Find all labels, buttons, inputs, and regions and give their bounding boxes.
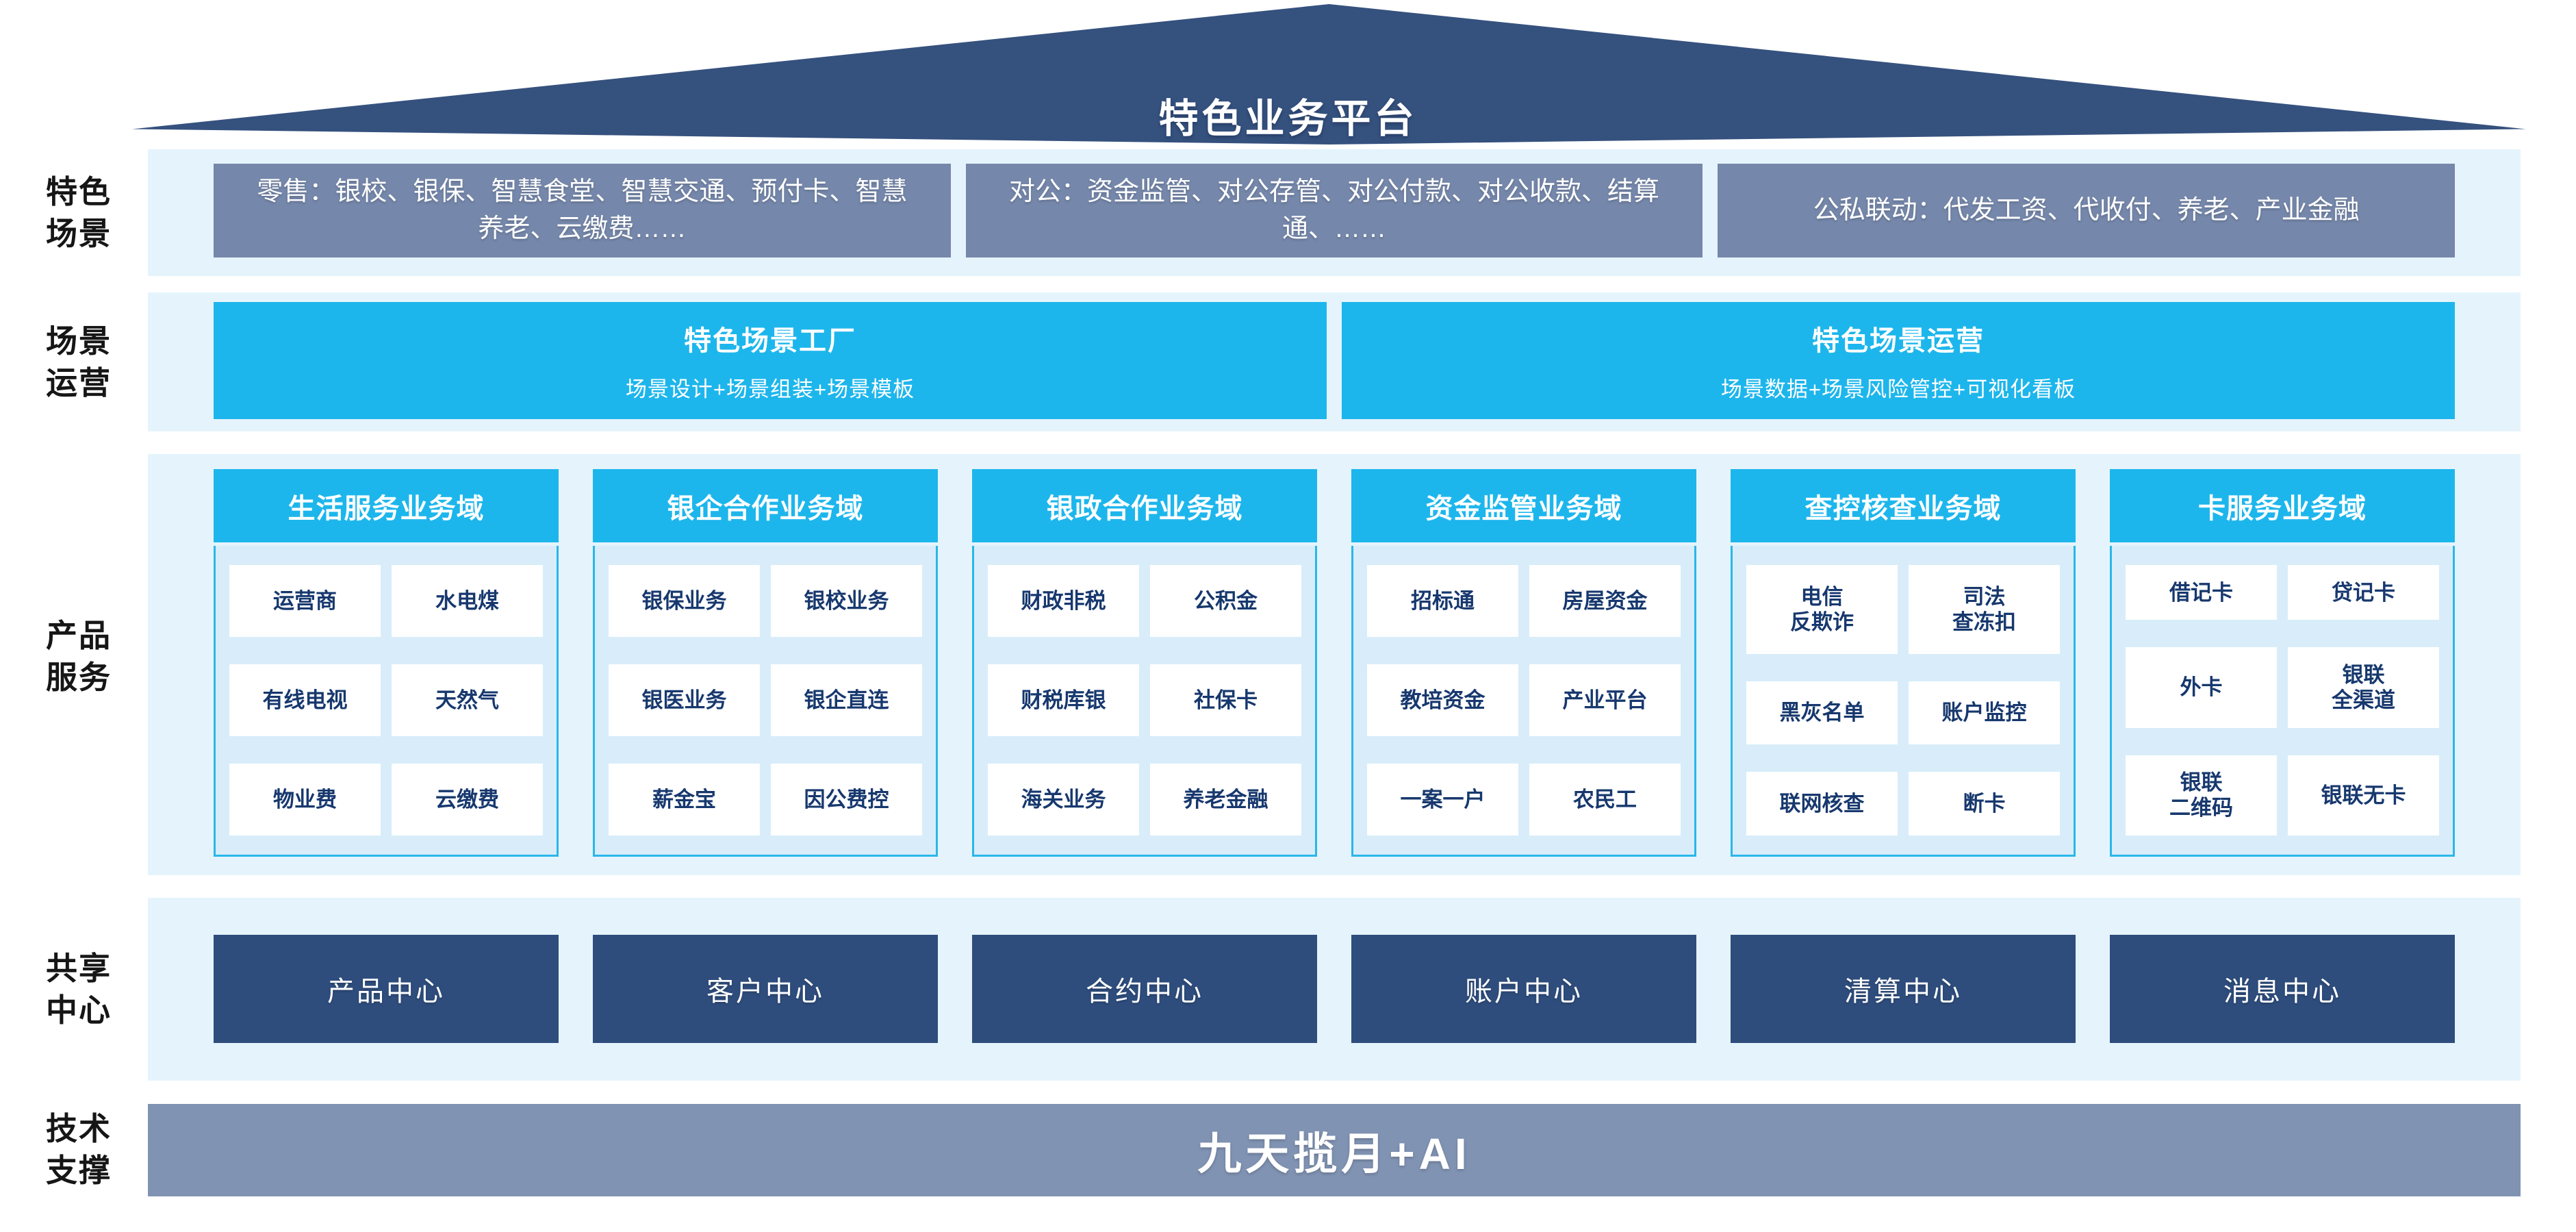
domain-header: 查控核查业务域	[1731, 469, 2076, 542]
domain-cell: 社保卡	[1150, 664, 1301, 736]
domain-cell: 财税库银	[988, 664, 1139, 736]
domain-cell: 黑灰名单	[1746, 681, 1898, 745]
operation-title: 特色场景运营	[1812, 326, 1985, 356]
center-box-clearing: 清算中心	[1731, 935, 2076, 1043]
domain-cell: 云缴费	[392, 764, 543, 835]
domain-cell: 账户监控	[1909, 681, 2060, 745]
domain-cell: 公积金	[1150, 565, 1301, 637]
operation-title: 特色场景工厂	[684, 326, 856, 356]
operations-band: 特色场景工厂 场景设计+场景组装+场景模板 特色场景运营 场景数据+场景风险管控…	[148, 292, 2521, 431]
domain-cell: 有线电视	[229, 664, 381, 736]
row-label-scenarios: 特色 场景	[46, 174, 112, 251]
domain-cell: 房屋资金	[1529, 565, 1681, 637]
domain-header: 银政合作业务域	[972, 469, 1317, 542]
row-label-products: 产品 服务	[46, 618, 112, 695]
domain-body: 银保业务 银校业务 银医业务 银企直连 薪金宝 因公费控	[593, 546, 938, 857]
domain-cell: 运营商	[229, 565, 381, 637]
operation-box-operation: 特色场景运营 场景数据+场景风险管控+可视化看板	[1342, 302, 2455, 419]
domain-column-bank-enterprise: 银企合作业务域 银保业务 银校业务 银医业务 银企直连 薪金宝 因公费控	[593, 469, 938, 857]
domain-cell: 薪金宝	[609, 764, 760, 835]
domain-cell: 断卡	[1909, 772, 2060, 835]
scenario-box-retail: 零售：银校、银保、智慧食堂、智慧交通、预付卡、智慧养老、云缴费……	[214, 164, 951, 257]
domain-cell: 水电煤	[392, 565, 543, 637]
center-box-message: 消息中心	[2110, 935, 2455, 1043]
domain-cell: 教培资金	[1367, 664, 1518, 736]
domain-body: 招标通 房屋资金 教培资金 产业平台 一案一户 农民工	[1351, 546, 1696, 857]
domain-cell: 财政非税	[988, 565, 1139, 637]
domain-column-life-services: 生活服务业务域 运营商 水电煤 有线电视 天然气 物业费 云缴费	[214, 469, 559, 857]
domain-cell: 贷记卡	[2288, 565, 2439, 620]
domain-cell: 电信 反欺诈	[1746, 565, 1898, 654]
domain-cell: 外卡	[2126, 647, 2277, 728]
operation-subtitle: 场景数据+场景风险管控+可视化看板	[1720, 377, 2076, 401]
domain-cell: 银联 二维码	[2126, 755, 2277, 835]
row-label-operations: 场景 运营	[46, 323, 112, 401]
domain-header: 资金监管业务域	[1351, 469, 1696, 542]
domain-cell: 银校业务	[771, 565, 922, 637]
domain-cell: 招标通	[1367, 565, 1518, 637]
domain-column-card-services: 卡服务业务域 借记卡 贷记卡 外卡 银联 全渠道 银联 二维码 银联无卡	[2110, 469, 2455, 857]
domain-body: 借记卡 贷记卡 外卡 银联 全渠道 银联 二维码 银联无卡	[2110, 546, 2455, 857]
domain-cell: 海关业务	[988, 764, 1139, 835]
center-box-contract: 合约中心	[972, 935, 1317, 1043]
platform-title: 特色业务平台	[1158, 97, 1418, 141]
scenario-box-public-private: 公私联动：代发工资、代收付、养老、产业金融	[1718, 164, 2456, 257]
domain-header: 卡服务业务域	[2110, 469, 2455, 542]
row-label-shared: 共享 中心	[46, 951, 112, 1028]
domain-cell: 借记卡	[2126, 565, 2277, 620]
domain-header: 生活服务业务域	[214, 469, 559, 542]
domain-column-bank-government: 银政合作业务域 财政非税 公积金 财税库银 社保卡 海关业务 养老金融	[972, 469, 1317, 857]
domain-cell: 因公费控	[771, 764, 922, 835]
scenario-box-corporate: 对公：资金监管、对公存管、对公付款、对公收款、结算通、……	[965, 164, 1703, 257]
scenarios-band: 零售：银校、银保、智慧食堂、智慧交通、预付卡、智慧养老、云缴费…… 对公：资金监…	[148, 149, 2521, 276]
domain-cell: 产业平台	[1529, 664, 1681, 736]
operation-box-factory: 特色场景工厂 场景设计+场景组装+场景模板	[214, 302, 1327, 419]
shared-centers-band: 产品中心 客户中心 合约中心 账户中心 清算中心 消息中心	[148, 898, 2521, 1081]
domain-cell: 银联 全渠道	[2288, 647, 2439, 728]
domain-header: 银企合作业务域	[593, 469, 938, 542]
center-box-product: 产品中心	[214, 935, 559, 1043]
domain-cell: 银保业务	[609, 565, 760, 637]
domain-cell: 天然气	[392, 664, 543, 736]
domain-cell: 物业费	[229, 764, 381, 835]
domain-cell: 农民工	[1529, 764, 1681, 835]
domain-body: 财政非税 公积金 财税库银 社保卡 海关业务 养老金融	[972, 546, 1317, 857]
tech-support-bar: 九天揽月+AI	[148, 1104, 2521, 1196]
products-band: 生活服务业务域 运营商 水电煤 有线电视 天然气 物业费 云缴费 银企合作业务域…	[148, 454, 2521, 875]
domain-body: 电信 反欺诈 司法 查冻扣 黑灰名单 账户监控 联网核查 断卡	[1731, 546, 2076, 857]
domain-column-inquiry-control: 查控核查业务域 电信 反欺诈 司法 查冻扣 黑灰名单 账户监控 联网核查 断卡	[1731, 469, 2076, 857]
operation-subtitle: 场景设计+场景组装+场景模板	[625, 377, 915, 401]
domain-body: 运营商 水电煤 有线电视 天然气 物业费 云缴费	[214, 546, 559, 857]
domain-cell: 银联无卡	[2288, 755, 2439, 835]
center-box-account: 账户中心	[1351, 935, 1696, 1043]
center-box-customer: 客户中心	[593, 935, 938, 1043]
domain-cell: 一案一户	[1367, 764, 1518, 835]
domain-cell: 银医业务	[609, 664, 760, 736]
domain-cell: 联网核查	[1746, 772, 1898, 835]
domain-cell: 银企直连	[771, 664, 922, 736]
row-label-tech: 技术 支撑	[46, 1111, 112, 1188]
domain-column-fund-supervision: 资金监管业务域 招标通 房屋资金 教培资金 产业平台 一案一户 农民工	[1351, 469, 1696, 857]
domain-cell: 养老金融	[1150, 764, 1301, 835]
domain-cell: 司法 查冻扣	[1909, 565, 2060, 654]
